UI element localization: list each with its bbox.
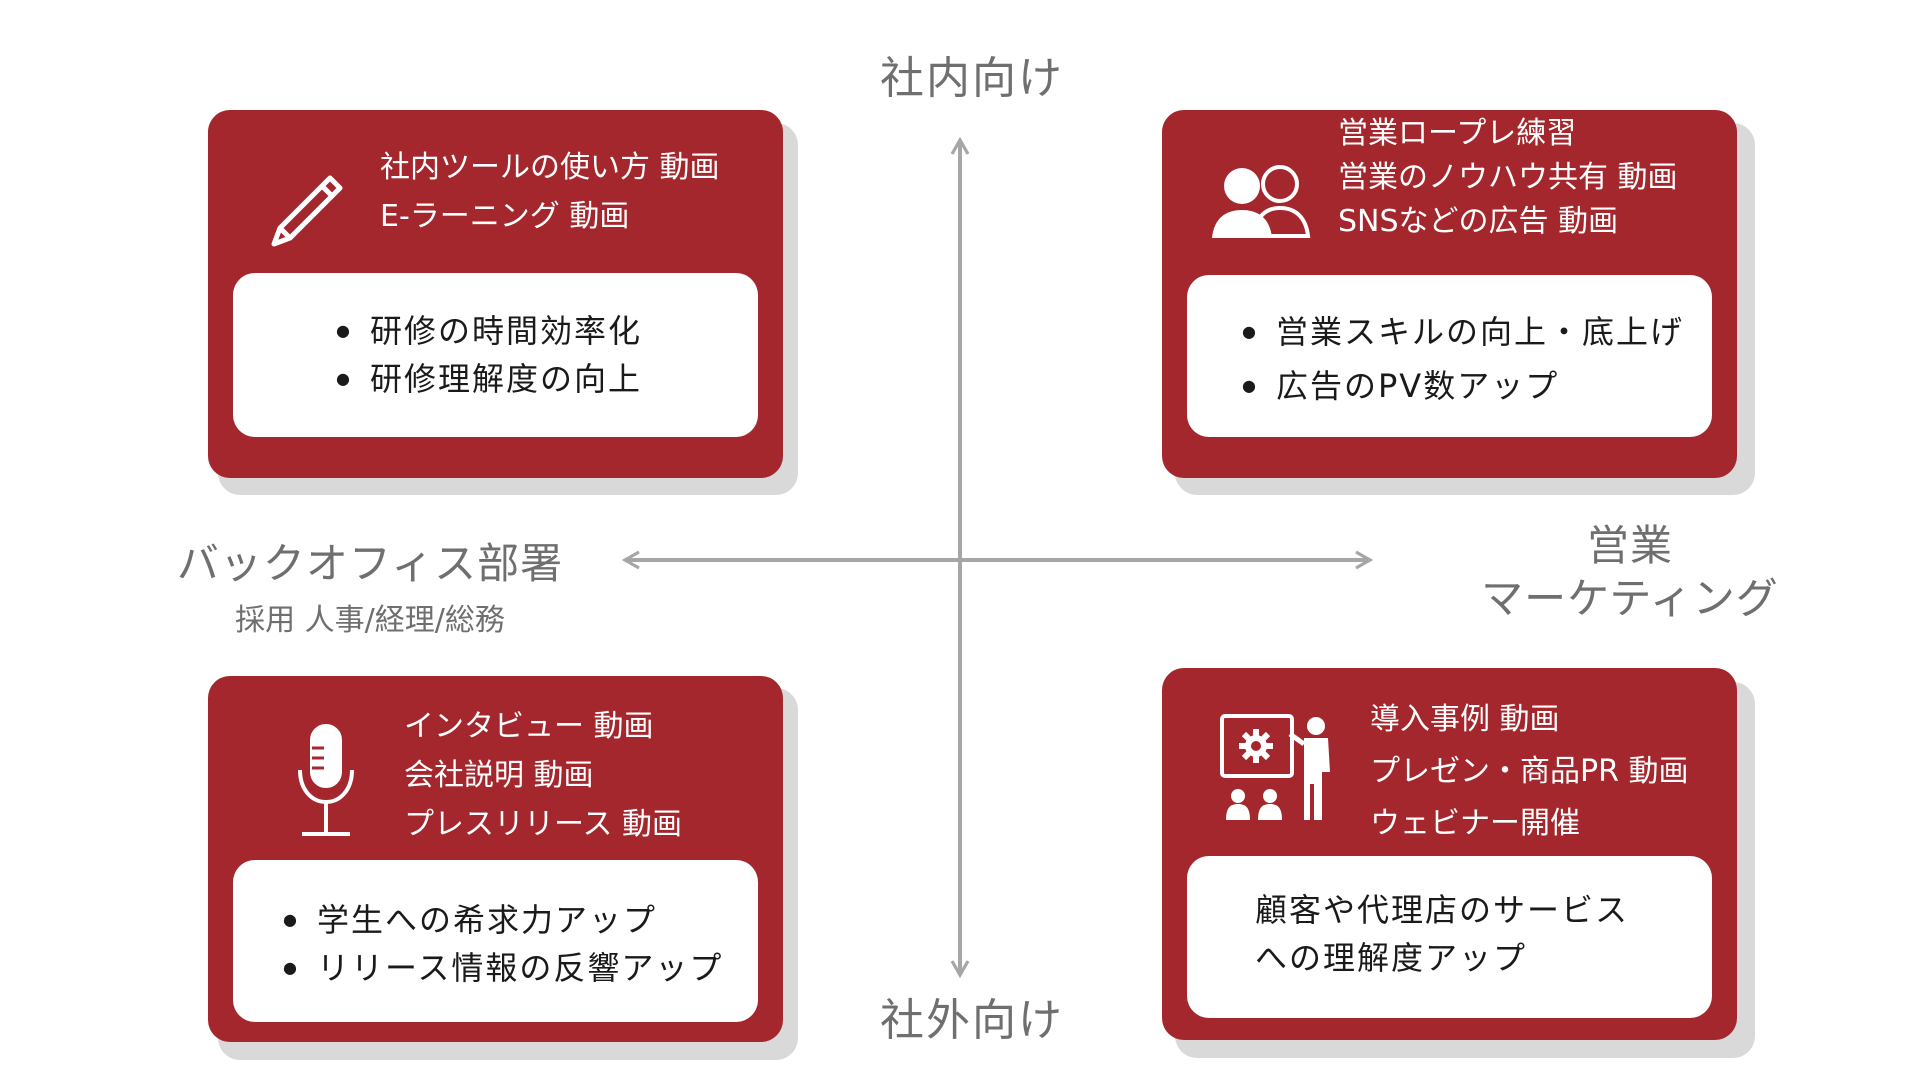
axis-label-external: 社外向け — [880, 995, 1064, 1046]
title-line: 導入事例 動画 — [1370, 702, 1560, 737]
card-benefits: 学生への希求力アップ リリース情報の反響アップ — [233, 860, 758, 1022]
benefit-item: 学生への希求力アップ — [283, 896, 723, 944]
back-office-label: バックオフィス部署 — [176, 539, 564, 588]
axis-label-sales-marketing: 営業 マーケティング — [1470, 520, 1790, 625]
benefit-item: 広告のPV数アップ — [1242, 359, 1684, 413]
card-benefits: 研修の時間効率化 研修理解度の向上 — [233, 273, 758, 437]
users-icon — [1208, 162, 1318, 246]
card-titles: 社内ツールの使い方 動画 E-ラーニング 動画 — [380, 143, 720, 241]
title-line: プレゼン・商品PR 動画 — [1370, 754, 1689, 789]
microphone-icon — [294, 722, 358, 846]
sales-label: 営業 — [1586, 521, 1673, 570]
back-office-sublabel: 採用 人事/経理/総務 — [235, 603, 505, 638]
title-line: プレスリリース 動画 — [404, 807, 683, 842]
axis-label-internal: 社内向け — [880, 53, 1064, 104]
pencil-icon — [260, 158, 350, 252]
benefit-item: 研修理解度の向上 — [336, 355, 642, 403]
benefit-item: 研修の時間効率化 — [336, 307, 642, 355]
card-titles: インタビュー 動画 会社説明 動画 プレスリリース 動画 — [404, 702, 682, 849]
title-line: 営業のノウハウ共有 動画 — [1338, 160, 1678, 195]
title-line: E-ラーニング 動画 — [380, 199, 630, 234]
title-line: 会社説明 動画 — [404, 758, 594, 793]
card-titles: 営業ロープレ練習 営業のノウハウ共有 動画 SNSなどの広告 動画 — [1338, 112, 1678, 244]
title-line: インタビュー 動画 — [404, 709, 654, 744]
benefit-text-line: への理解度アップ — [1255, 939, 1528, 977]
presentation-icon — [1218, 710, 1338, 834]
title-line: 社内ツールの使い方 動画 — [380, 150, 720, 185]
title-line: 営業ロープレ練習 — [1338, 116, 1577, 151]
marketing-label: マーケティング — [1481, 573, 1779, 623]
card-benefits: 営業スキルの向上・底上げ 広告のPV数アップ — [1187, 275, 1712, 437]
title-line: ウェビナー開催 — [1370, 806, 1580, 841]
card-external-backoffice: インタビュー 動画 会社説明 動画 プレスリリース 動画 学生への希求力アップ … — [208, 676, 783, 1042]
title-line: SNSなどの広告 動画 — [1338, 204, 1619, 239]
card-benefits: 顧客や代理店のサービス への理解度アップ — [1187, 856, 1712, 1018]
benefit-text-line: 顧客や代理店のサービス — [1255, 891, 1630, 929]
card-external-sales: 導入事例 動画 プレゼン・商品PR 動画 ウェビナー開催 顧客や代理店のサービス… — [1162, 668, 1737, 1040]
card-internal-sales: 営業ロープレ練習 営業のノウハウ共有 動画 SNSなどの広告 動画 営業スキルの… — [1162, 110, 1737, 478]
card-titles: 導入事例 動画 プレゼン・商品PR 動画 ウェビナー開催 — [1370, 694, 1688, 850]
benefit-item: リリース情報の反響アップ — [283, 944, 723, 992]
benefit-item: 営業スキルの向上・底上げ — [1242, 305, 1684, 359]
card-internal-backoffice: 社内ツールの使い方 動画 E-ラーニング 動画 研修の時間効率化 研修理解度の向… — [208, 110, 783, 478]
axis-label-back-office: バックオフィス部署 採用 人事/経理/総務 — [160, 530, 580, 639]
